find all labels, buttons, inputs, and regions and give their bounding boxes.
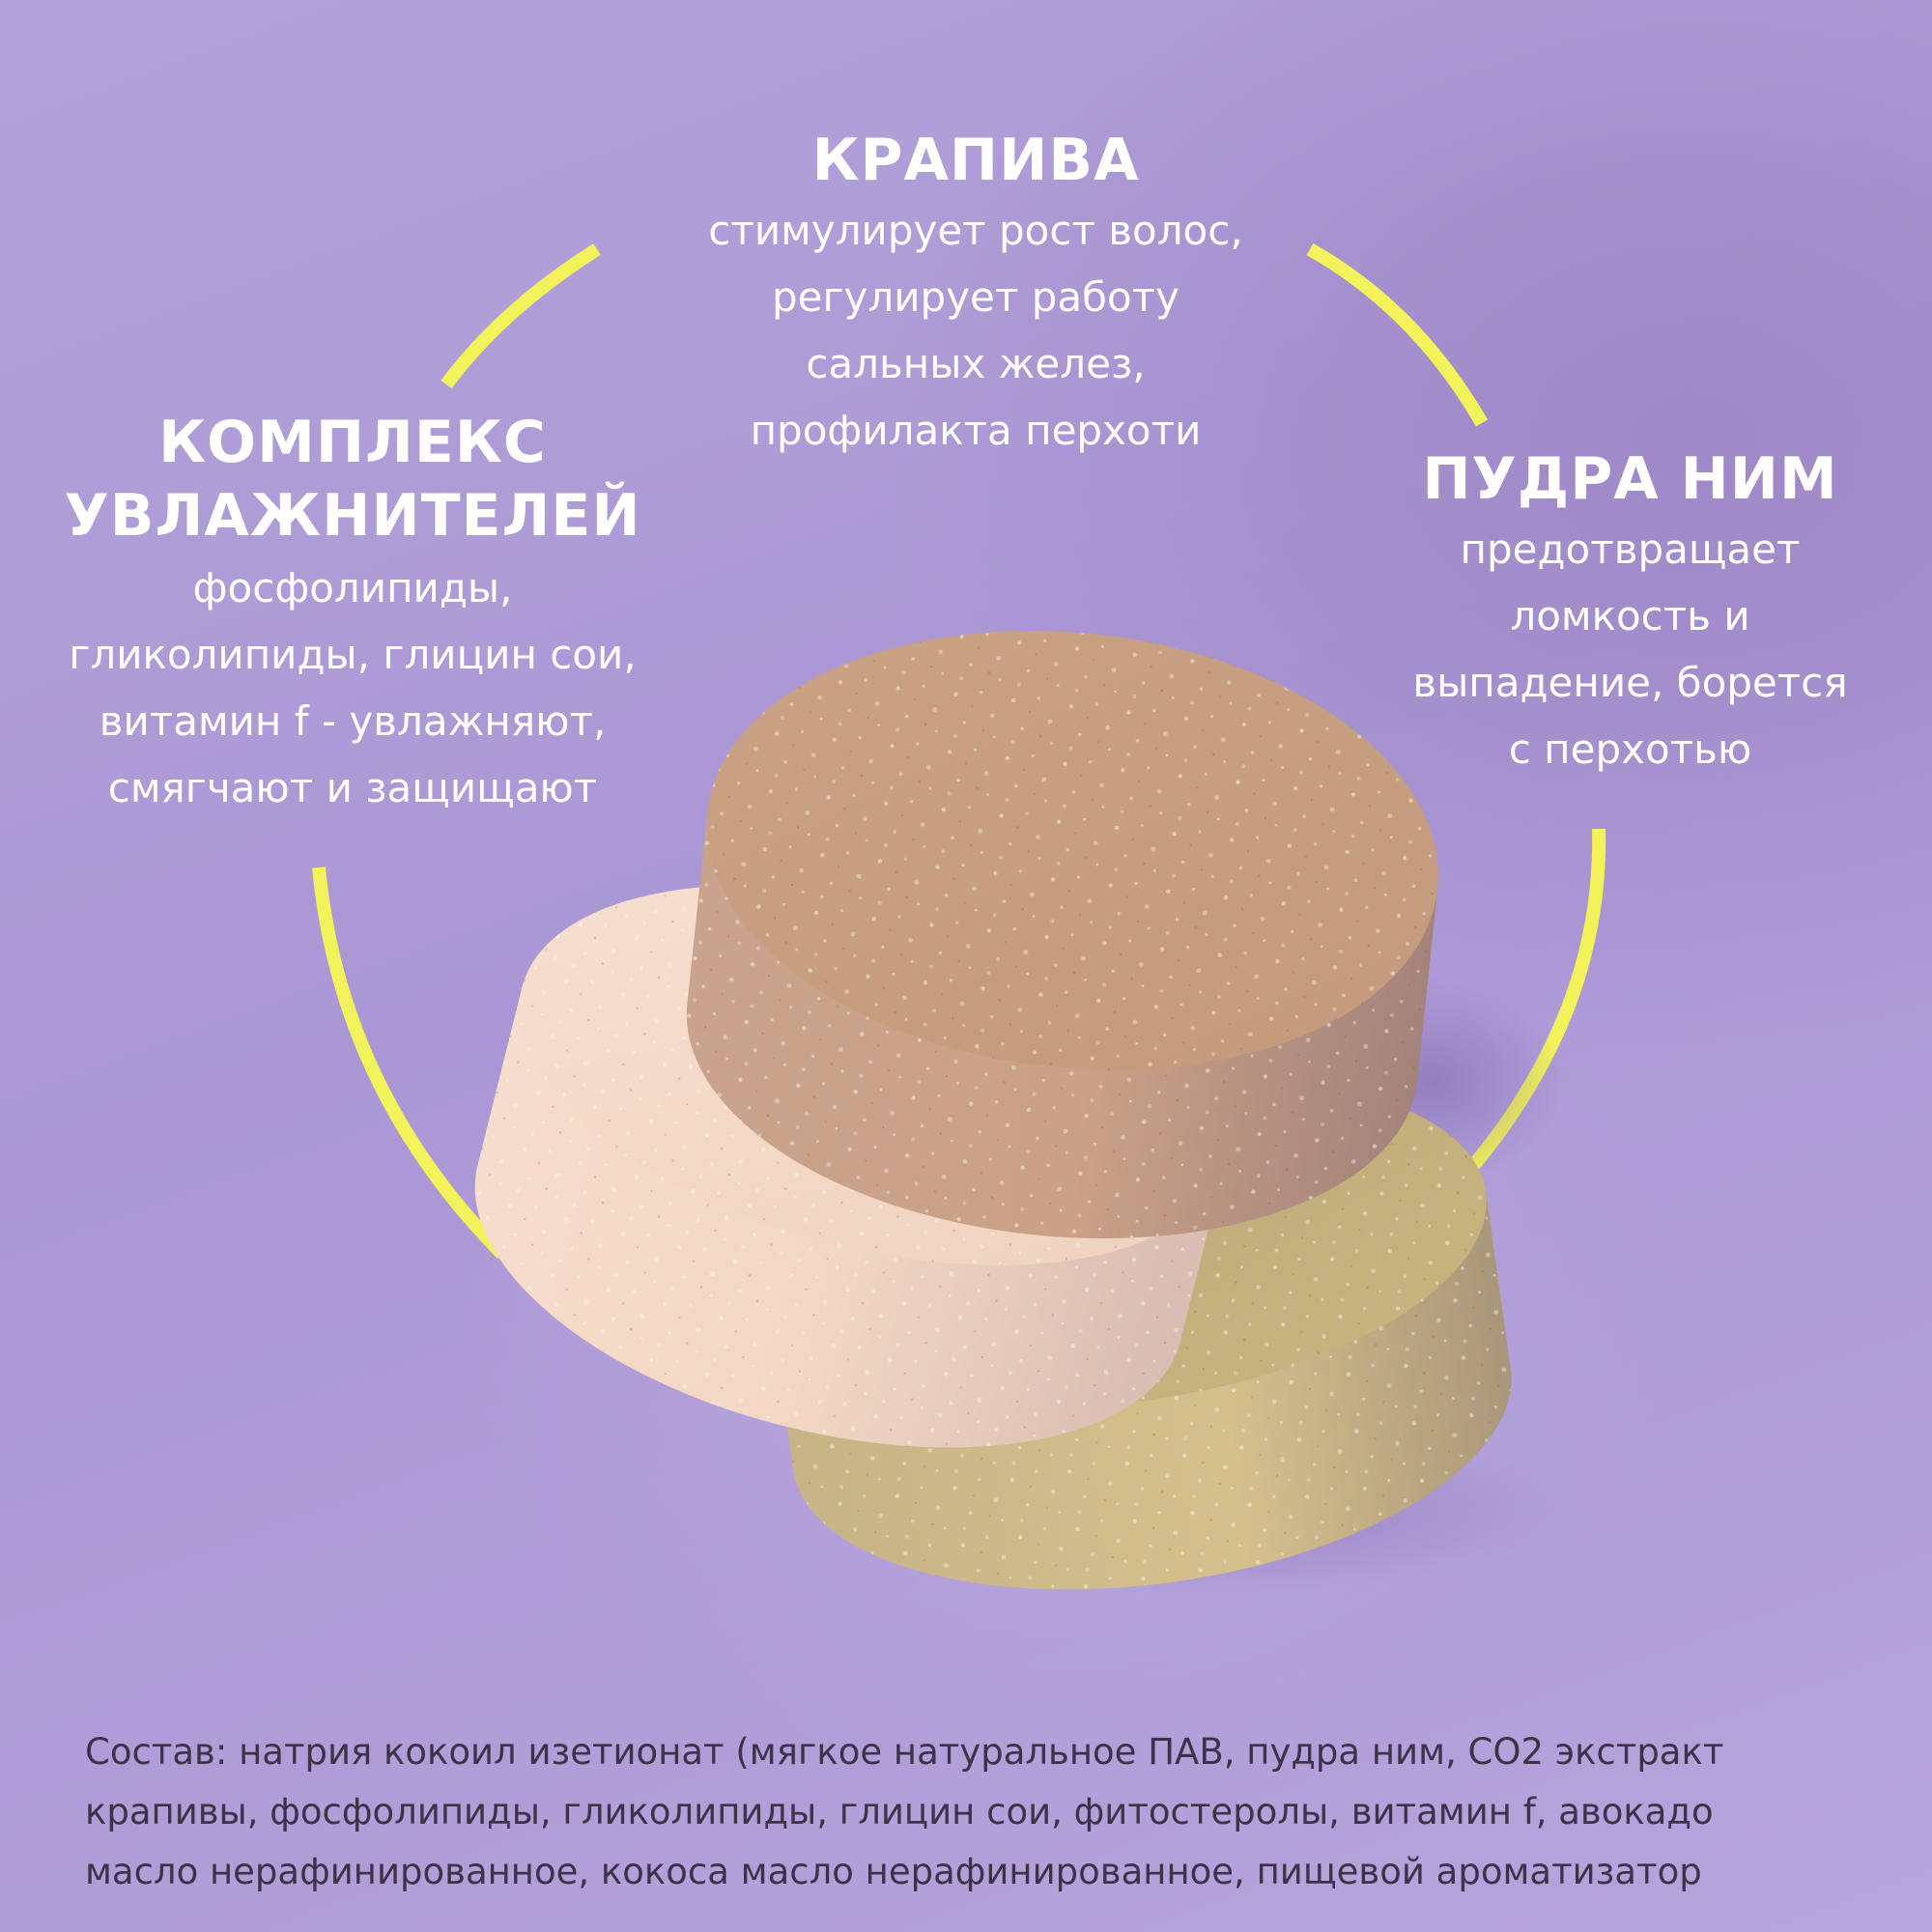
neem-line: с перхотью xyxy=(1508,725,1752,773)
neem-powder-block: ПУДРА НИМ предотвращает ломкость и выпад… xyxy=(1352,442,1908,782)
soap-bar-brown xyxy=(686,631,1438,1238)
arc-top-right xyxy=(1306,242,1489,427)
moisturizer-line: гликолипиды, глицин сои, xyxy=(69,631,637,678)
composition-line: Состав: натрия кокоил изетионат (мягкое … xyxy=(85,1731,1724,1773)
nettle-description: стимулирует рост волос, регулирует работ… xyxy=(618,197,1333,464)
moisturizer-complex-description: фосфолипиды, гликолипиды, глицин сои, ви… xyxy=(0,554,705,821)
moisturizer-line: смягчают и защищают xyxy=(107,764,598,811)
moisturizer-line: витамин f - увлажняют, xyxy=(99,697,607,745)
nettle-line: профилакта перхоти xyxy=(750,407,1202,454)
moisturizer-complex-block: КОМПЛЕКС УВЛАЖНИТЕЛЕЙ фосфолипиды, глико… xyxy=(0,406,705,821)
moisturizer-title-line: КОМПЛЕКС xyxy=(158,409,547,476)
neem-line: предотвращает xyxy=(1460,526,1801,573)
arc-top-left xyxy=(440,243,601,389)
neem-line: ломкость и xyxy=(1510,592,1750,639)
composition-line: масло нерафинированное, кокоса масло нер… xyxy=(85,1851,1702,1892)
nettle-title: КРАПИВА xyxy=(811,127,1140,194)
moisturizer-line: фосфолипиды, xyxy=(192,564,513,611)
neem-powder-description: предотвращает ломкость и выпадение, боре… xyxy=(1352,516,1908,782)
composition-line: крапивы, фосфолипиды, гликолипиды, глици… xyxy=(85,1791,1714,1833)
neem-powder-title: ПУДРА НИМ xyxy=(1422,445,1838,513)
nettle-line: стимулирует рост волос, xyxy=(708,207,1243,254)
nettle-line: сальных желез, xyxy=(806,340,1146,387)
nettle-block: КРАПИВА стимулирует рост волос, регулиру… xyxy=(618,124,1333,464)
neem-line: выпадение, борется xyxy=(1412,659,1848,706)
nettle-line: регулирует работу xyxy=(771,273,1180,321)
arc-left xyxy=(312,867,507,1259)
moisturizer-title-line: УВЛАЖНИТЕЛЕЙ xyxy=(64,482,641,550)
composition-text: Состав: натрия кокоил изетионат (мягкое … xyxy=(85,1722,1901,1902)
moisturizer-complex-title: КОМПЛЕКС УВЛАЖНИТЕЛЕЙ xyxy=(0,406,705,553)
